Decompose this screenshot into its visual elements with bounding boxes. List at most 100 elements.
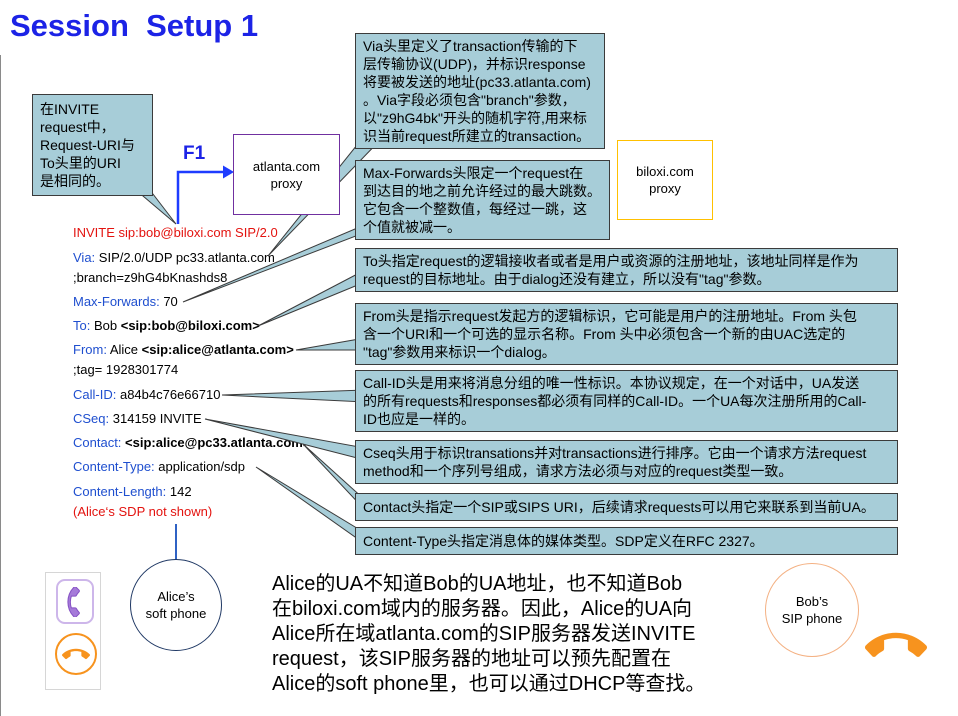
callout-line: 它包含一个整数值，每经过一跳，这 — [363, 201, 587, 217]
sip-body-note: (Alice‘s SDP not shown) — [73, 504, 213, 519]
callout-line: Content-Type头指定消息体的媒体类型。SDP定义在RFC 2327。 — [363, 533, 764, 549]
atlanta-proxy-box: atlanta.com proxy — [233, 134, 340, 215]
biloxi-proxy-role: proxy — [649, 181, 681, 196]
content-length-value: 142 — [169, 484, 192, 499]
content-type-value: application/sdp — [158, 459, 246, 474]
callout-line: method和一个序列号组成，请求方法必须与对应的request类型一致。 — [363, 463, 793, 479]
callout-line: Via头里定义了transaction传输的下 — [363, 38, 578, 54]
callout-line: 个值就被减一。 — [363, 219, 461, 235]
callout-content-type: Content-Type头指定消息体的媒体类型。SDP定义在RFC 2327。 — [355, 527, 898, 555]
biloxi-proxy-name: biloxi.com — [636, 164, 694, 179]
call-id-label: Call-ID: — [73, 387, 117, 402]
callout-line: From头是指示request发起方的逻辑标识，它可能是用户的注册地址。From… — [363, 308, 857, 324]
flow-step-label: F1 — [183, 143, 206, 164]
via-value: SIP/2.0/UDP pc33.atlanta.com — [98, 250, 275, 265]
contact-label: Contact: — [73, 435, 122, 450]
phone-handset-icon — [865, 632, 927, 657]
content-length-label: Content-Length: — [73, 484, 167, 499]
callout-line: 将要被发送的地址(pc33.atlanta.com) — [363, 74, 591, 90]
callout-request-uri: 在INVITE request中， Request-URI与 To头里的URI … — [32, 94, 153, 196]
callout-line: "tag"参数用来标识一个dialog。 — [363, 344, 556, 360]
callout-line: 识当前request所建立的transaction。 — [363, 128, 591, 144]
callout-line: 在INVITE — [40, 101, 100, 117]
callout-line: 的所有requests和responses都必须有同样的Call-ID。一个UA… — [363, 393, 867, 409]
phone-handset-icon — [67, 586, 80, 617]
callout-max-forwards: Max-Forwards头限定一个request在 到达目的地之前允许经过的最大… — [355, 160, 610, 240]
callout-line: Max-Forwards头限定一个request在 — [363, 165, 584, 181]
biloxi-proxy-box: biloxi.com proxy — [617, 140, 713, 220]
from-label: From: — [73, 342, 107, 357]
call-id-value: a84b4c76e66710 — [119, 387, 221, 402]
sip-call-id-header: Call-ID: a84b4c76e66710 — [73, 387, 220, 403]
sip-cseq-header: CSeq: 314159 INVITE — [73, 411, 202, 427]
sip-content-type-header: Content-Type: application/sdp — [73, 459, 245, 475]
sip-from-tag: ;tag= 1928301774 — [73, 362, 179, 377]
to-uri: <sip:bob@biloxi.com> — [120, 318, 260, 333]
alice-secondary-phone-icon — [55, 633, 97, 675]
max-forwards-label: Max-Forwards: — [73, 294, 160, 309]
callout-line: request中， — [40, 119, 115, 135]
summary-line: request，该SIP服务器的地址可以预先配置在 — [272, 648, 671, 670]
slide-title: Session Setup 1 — [10, 8, 259, 43]
summary-line: Alice的soft phone里，也可以通过DHCP等查找。 — [272, 673, 706, 695]
callout-line: 到达目的地之前允许经过的最大跳数。 — [363, 183, 601, 199]
callout-pointer-to — [257, 269, 366, 327]
callout-line: Contact头指定一个SIP或SIPS URI，后续请求requests可以用… — [363, 499, 875, 515]
callout-pointer-content-type — [255, 466, 366, 545]
to-label: To: — [73, 318, 91, 333]
callout-pointer-call-id — [221, 389, 366, 403]
phone-handset-icon — [62, 648, 90, 660]
callout-line: Request-URI与 — [40, 137, 135, 153]
alice-endpoint-line2: soft phone — [145, 606, 207, 621]
from-display-name: Alice — [109, 342, 139, 357]
cseq-value: 314159 INVITE — [112, 411, 202, 426]
alice-phone-icon-frame — [45, 572, 101, 690]
summary-line: 在biloxi.com域内的服务器。因此，Alice的UA向 — [272, 598, 693, 620]
callout-line: request的目标地址。由于dialog还没有建立，所以没有"tag"参数。 — [363, 271, 771, 287]
alice-phone-icon — [56, 579, 94, 624]
summary-line: Alice所在域atlanta.com的SIP服务器发送INVITE — [272, 623, 696, 645]
callout-line: To头里的URI — [40, 155, 121, 171]
cseq-label: CSeq: — [73, 411, 110, 426]
summary-line: Alice的UA不知道Bob的UA地址，也不知道Bob — [272, 573, 683, 595]
from-uri: <sip:alice@atlanta.com> — [141, 342, 294, 357]
sip-via-header: Via: SIP/2.0/UDP pc33.atlanta.com — [73, 250, 275, 266]
callout-cseq: Cseq头用于标识transations并对transactions进行排序。它… — [355, 440, 898, 484]
content-type-label: Content-Type: — [73, 459, 155, 474]
atlanta-proxy-role: proxy — [270, 175, 303, 191]
callout-line: Call-ID头是用来将消息分组的唯一性标识。本协议规定，在一个对话中，UA发送 — [363, 375, 860, 391]
callout-line: Cseq头用于标识transations并对transactions进行排序。它… — [363, 445, 867, 461]
sip-max-forwards-header: Max-Forwards: 70 — [73, 294, 178, 310]
sip-content-length-header: Content-Length: 142 — [73, 484, 192, 500]
atlanta-proxy-name: atlanta.com — [252, 158, 321, 174]
sip-via-branch: ;branch=z9hG4bKnashds8 — [73, 270, 228, 285]
sip-request-line: INVITE sip:bob@biloxi.com SIP/2.0 — [73, 225, 278, 240]
callout-line: 层传输协议(UDP)，并标识response — [363, 56, 586, 72]
callout-line: ID也应是一样的。 — [363, 411, 475, 427]
callout-line: 。Via字段必须包含"branch"参数， — [363, 92, 576, 108]
alice-endpoint-line1: Alice’s — [157, 589, 195, 604]
callout-line: 是相同的。 — [40, 173, 110, 189]
callout-line: 以"z9hG4bk"开头的随机字符,用来标 — [363, 110, 587, 126]
f1-arrow-line — [176, 170, 224, 224]
callout-line: 含一个URI和一个可选的显示名称。From 头中必须包含一个新的由UAC选定的 — [363, 326, 846, 342]
alice-soft-phone: Alice’s soft phone — [130, 559, 222, 651]
callout-via: Via头里定义了transaction传输的下 层传输协议(UDP)，并标识re… — [355, 33, 605, 149]
sip-from-header: From: Alice <sip:alice@atlanta.com> — [73, 342, 294, 358]
callout-contact: Contact头指定一个SIP或SIPS URI，后续请求requests可以用… — [355, 493, 898, 521]
summary-text: Alice的UA不知道Bob的UA地址，也不知道Bob 在biloxi.com域… — [272, 572, 705, 697]
bob-sip-phone: Bob’s SIP phone — [765, 563, 859, 657]
via-label: Via: — [73, 250, 96, 265]
bob-phone-icon — [865, 630, 927, 660]
sip-contact-header: Contact: <sip:alice@pc33.atlanta.com> — [73, 435, 310, 451]
callout-line: To头指定request的逻辑接收者或者是用户或资源的注册地址，该地址同样是作为 — [363, 253, 859, 269]
to-display-name: Bob — [93, 318, 118, 333]
max-forwards-value: 70 — [163, 294, 178, 309]
callout-to: To头指定request的逻辑接收者或者是用户或资源的注册地址，该地址同样是作为… — [355, 248, 898, 292]
callout-from: From头是指示request发起方的逻辑标识，它可能是用户的注册地址。From… — [355, 303, 898, 365]
sip-to-header: To: Bob <sip:bob@biloxi.com> — [73, 318, 260, 334]
bob-endpoint-line1: Bob’s — [795, 594, 829, 609]
callout-call-id: Call-ID头是用来将消息分组的唯一性标识。本协议规定，在一个对话中，UA发送… — [355, 370, 898, 432]
contact-uri: <sip:alice@pc33.atlanta.com> — [125, 435, 311, 450]
